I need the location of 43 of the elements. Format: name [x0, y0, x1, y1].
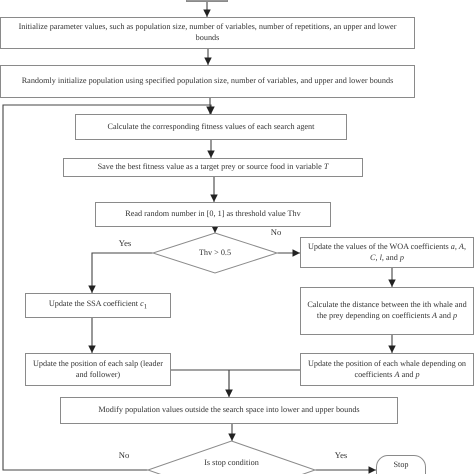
process-box	[25, 293, 171, 318]
step-text: Randomly initialize population using specified population size, number of variables, and upper and lower bounds	[22, 76, 394, 87]
arrow	[388, 268, 396, 287]
step-text: Modify population values outside the search space into lower and upper bounds	[98, 405, 360, 416]
step-text: Read random number in [0, 1] as threshold value Thv	[125, 209, 301, 220]
arrow	[388, 335, 396, 353]
process-box	[60, 397, 398, 424]
step-text: Thv > 0.5	[198, 248, 232, 258]
step-text: Update the SSA coefficient c$_{1}$	[48, 298, 148, 312]
arrow	[277, 249, 300, 257]
arrow	[211, 225, 219, 233]
step-text: Is stop condition	[204, 458, 259, 469]
step-text: Update the values of the WOA coefficients a, A, C, l, and p	[307, 242, 467, 264]
arrow	[203, 2, 211, 17]
edge-label: Yes	[334, 450, 348, 460]
step-text: Initialize parameter values, such as population size, number of variables, number of repetitions, an upper and lower bounds	[18, 22, 398, 44]
arrow	[228, 424, 236, 441]
arrow	[204, 49, 212, 65]
arrow	[315, 466, 376, 474]
process-box	[0, 17, 415, 49]
arrow	[225, 369, 300, 397]
edge-label: No	[270, 227, 282, 237]
process-box	[300, 353, 474, 386]
process-box	[300, 287, 474, 335]
step-text: Update the position of each whale depending on coefficients A and p	[306, 358, 468, 380]
step-text: Calculate the distance between the ith whale and the prey depending on coefficients A and p	[306, 300, 468, 322]
edge-label: No	[118, 450, 130, 460]
arrow	[207, 140, 215, 158]
arrow	[2, 104, 215, 471]
process-box	[63, 158, 363, 177]
step-text: Stop	[393, 460, 409, 471]
process-box	[75, 114, 347, 140]
step-text: Calculate the corresponding fitness values of each search agent	[108, 122, 314, 132]
process-box	[25, 353, 171, 386]
arrow	[88, 318, 96, 353]
step-text: Update the position of each salp (leader and follower)	[32, 358, 164, 380]
process-box	[0, 65, 415, 98]
process-box	[95, 202, 331, 227]
edge-label: Yes	[118, 238, 132, 248]
step-text: Save the best fitness value as a target prey or source food in variable T	[98, 162, 328, 173]
arrow	[210, 177, 218, 202]
arrow	[88, 252, 153, 293]
process-box	[300, 237, 474, 268]
